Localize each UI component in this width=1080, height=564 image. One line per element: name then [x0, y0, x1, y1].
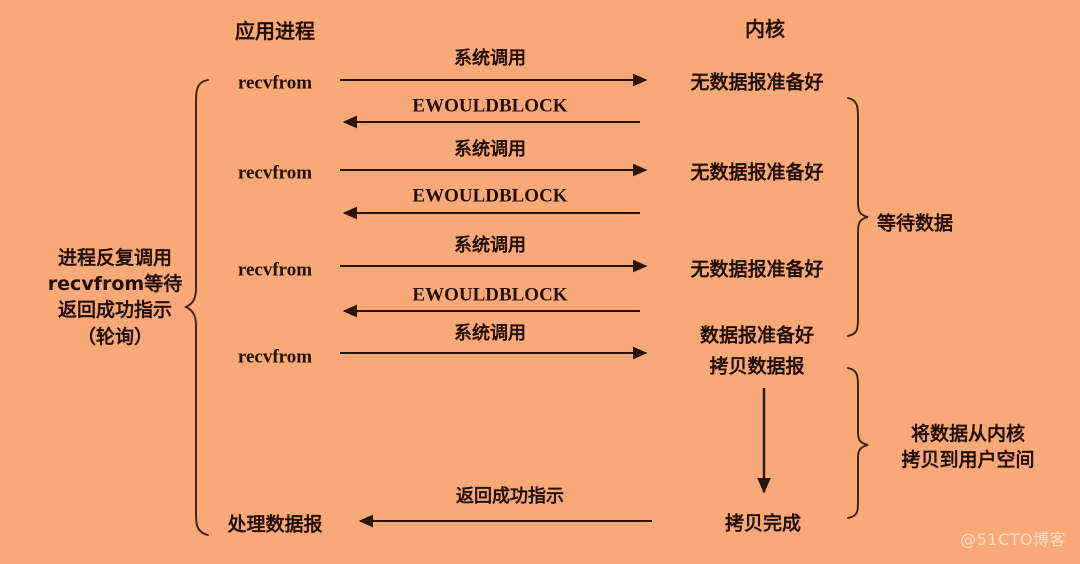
kernel-state-copy-complete: 拷贝完成	[724, 512, 802, 535]
header-app-process: 应用进程	[235, 19, 315, 43]
kernel-state-no-datagram-1: 无数据报准备好	[690, 71, 824, 94]
header-kernel: 内核	[745, 17, 785, 41]
watermark: @51CTO博客	[960, 530, 1066, 549]
left-brace-note: 进程反复调用 recvfrom等待 返回成功指示 （轮询）	[47, 247, 183, 348]
arrow-label-ewouldblock-2: EWOULDBLOCK	[412, 185, 568, 207]
kernel-state-no-datagram-3: 无数据报准备好	[690, 258, 824, 281]
kernel-state-no-datagram-2: 无数据报准备好	[690, 161, 824, 184]
right-brace-copy-data	[847, 367, 869, 519]
process-call-recvfrom-4: recvfrom	[237, 346, 313, 368]
arrow-label-return-success: 返回成功指示	[456, 486, 564, 507]
process-call-recvfrom-2: recvfrom	[237, 162, 313, 184]
arrow-label-syscall-4: 系统调用	[454, 323, 526, 344]
process-final-handle-datagram: 处理数据报	[227, 513, 323, 536]
right-brace-note-copy-data: 将数据从内核 拷贝到用户空间	[901, 423, 1035, 472]
arrow-label-syscall-3: 系统调用	[454, 235, 526, 256]
kernel-state-copy-datagram: 拷贝数据报	[709, 355, 805, 378]
process-call-recvfrom-1: recvfrom	[237, 72, 313, 94]
right-brace-note-wait-data: 等待数据	[876, 212, 954, 235]
kernel-state-datagram-ready: 数据报准备好	[699, 324, 815, 347]
arrow-label-syscall-1: 系统调用	[454, 48, 526, 69]
process-call-recvfrom-3: recvfrom	[237, 259, 313, 281]
arrow-label-ewouldblock-3: EWOULDBLOCK	[412, 284, 568, 306]
arrow-label-syscall-2: 系统调用	[454, 139, 526, 160]
arrow-label-ewouldblock-1: EWOULDBLOCK	[412, 95, 568, 117]
right-brace-wait-data	[847, 97, 869, 337]
